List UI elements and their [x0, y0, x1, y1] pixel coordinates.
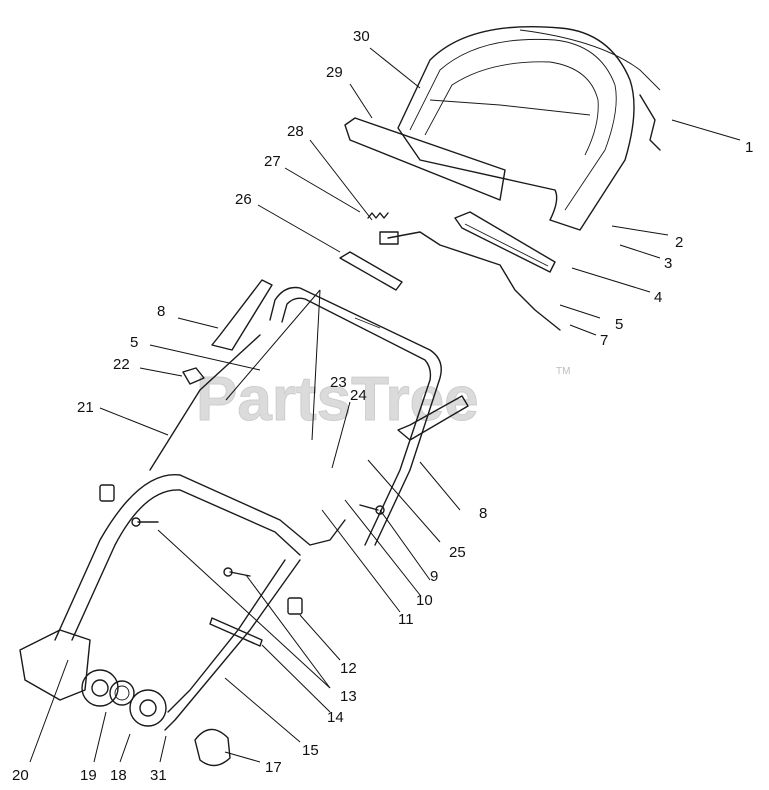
callout-27: 27 — [264, 153, 281, 170]
callout-8-right: 8 — [479, 505, 487, 522]
callout-1: 1 — [745, 139, 753, 156]
callout-5-right: 5 — [615, 316, 623, 333]
part-bail-bracket — [454, 211, 556, 273]
part-cap — [194, 728, 231, 767]
callout-13: 13 — [340, 688, 357, 705]
callout-7: 7 — [600, 332, 608, 349]
callout-29: 29 — [326, 64, 343, 81]
callout-26: 26 — [235, 191, 252, 208]
part-knob-left — [99, 484, 115, 502]
callout-28: 28 — [287, 123, 304, 140]
callout-20: 20 — [12, 767, 29, 784]
part-pawl — [129, 689, 167, 727]
callout-21: 21 — [77, 399, 94, 416]
part-grip-strip-right — [397, 395, 469, 441]
leader-lines — [29, 47, 741, 763]
part-cable — [149, 334, 261, 471]
watermark-trademark: TM — [556, 366, 570, 377]
part-washer — [109, 680, 135, 706]
callout-19: 19 — [80, 767, 97, 784]
part-decal — [344, 117, 506, 201]
part-bolt-25 — [359, 504, 385, 515]
part-grip — [339, 251, 403, 291]
callout-5-left: 5 — [130, 334, 138, 351]
part-deck-mount — [19, 629, 91, 701]
callout-30: 30 — [353, 28, 370, 45]
part-control-rod — [379, 231, 561, 331]
part-bag-frame — [397, 25, 661, 231]
callout-17: 17 — [265, 759, 282, 776]
callout-31: 31 — [150, 767, 167, 784]
watermark-logo: PartsTree — [196, 365, 479, 434]
part-bolt-13b — [223, 567, 251, 577]
part-spring — [367, 212, 389, 219]
callout-22: 22 — [113, 356, 130, 373]
callout-8-left: 8 — [157, 303, 165, 320]
callout-24: 24 — [350, 387, 367, 404]
callout-14: 14 — [327, 709, 344, 726]
part-plate — [209, 617, 263, 647]
callout-4: 4 — [654, 289, 662, 306]
part-bracket — [182, 367, 205, 385]
callout-3: 3 — [664, 255, 672, 272]
part-lower-handle — [54, 474, 346, 731]
part-grip-strip-left — [211, 279, 273, 351]
callout-9: 9 — [430, 568, 438, 585]
callout-10: 10 — [416, 592, 433, 609]
callout-23: 23 — [330, 374, 347, 391]
callout-15: 15 — [302, 742, 319, 759]
callout-12: 12 — [340, 660, 357, 677]
callout-25: 25 — [449, 544, 466, 561]
part-knob-right — [287, 597, 303, 615]
callout-labels: 30 29 1 28 27 26 2 3 4 5 7 8 5 22 21 23 … — [12, 28, 753, 784]
part-bolt-13a — [131, 517, 159, 527]
callout-2: 2 — [675, 234, 683, 251]
part-upper-handle — [269, 286, 442, 546]
callout-11: 11 — [398, 611, 414, 628]
part-hub — [81, 669, 119, 707]
callout-18: 18 — [110, 767, 127, 784]
